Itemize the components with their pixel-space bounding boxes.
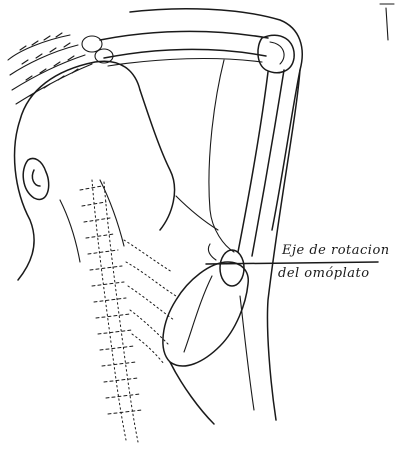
axis-label-line1: Eje de rotacion (282, 243, 390, 258)
hand-bones (8, 33, 113, 104)
back-contour (140, 90, 175, 230)
scapula (163, 244, 248, 366)
spine-dotted (80, 180, 176, 442)
right-edge-marks (380, 4, 394, 40)
elbow-joint (258, 35, 294, 72)
forearm-bones (100, 31, 268, 66)
axis-label-line2: del omóplato (278, 266, 370, 281)
ear (23, 159, 49, 200)
lower-back-contour (170, 362, 214, 424)
